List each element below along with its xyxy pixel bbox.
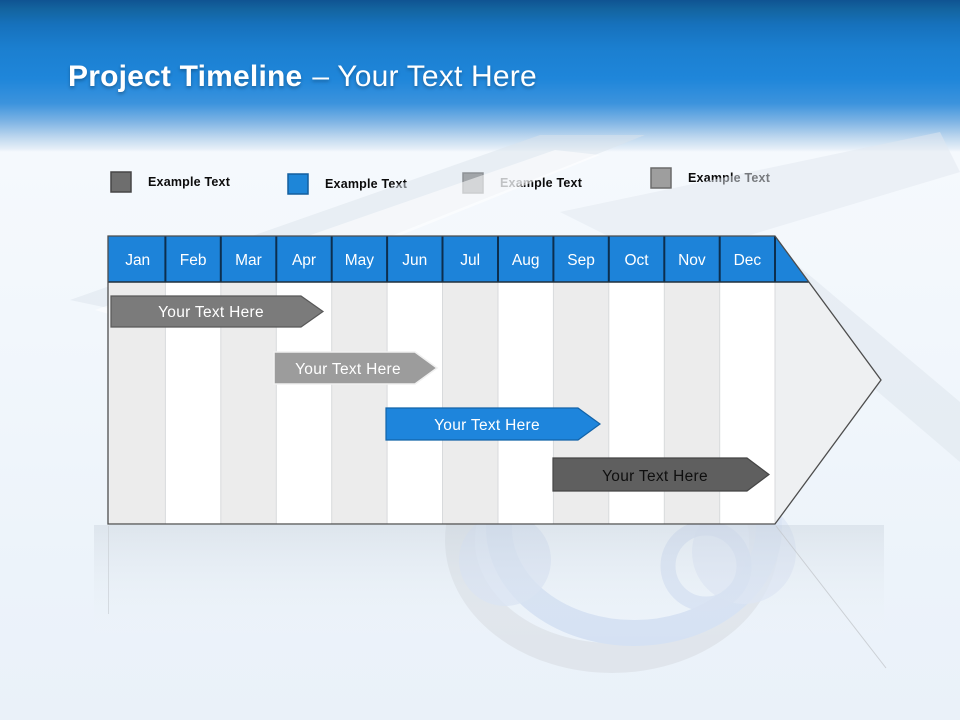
month-header-band bbox=[108, 236, 881, 282]
task-bar-label[interactable]: Your Text Here bbox=[602, 468, 708, 485]
page-title[interactable]: Project Timeline – Your Text Here bbox=[68, 60, 928, 94]
task-bar-shape[interactable] bbox=[552, 457, 770, 492]
task-bar-4[interactable]: Your Text Here bbox=[552, 457, 770, 492]
legend-label[interactable]: Example Text bbox=[148, 175, 231, 189]
month-label: Dec bbox=[734, 252, 762, 269]
month-label: Jun bbox=[402, 252, 427, 269]
timeline-arrow: Jan Feb Mar Apr May Jun Jul Aug Sep Oct … bbox=[107, 235, 882, 525]
legend-swatch-icon bbox=[287, 173, 309, 195]
month-label: Nov bbox=[678, 252, 706, 269]
task-bar-2[interactable]: Your Text Here bbox=[273, 351, 439, 385]
month-label: Jul bbox=[460, 252, 480, 269]
month-label: Sep bbox=[567, 252, 595, 269]
column-jan bbox=[110, 236, 166, 524]
month-label: Apr bbox=[292, 252, 316, 269]
legend-swatch-icon bbox=[650, 167, 672, 189]
month-label: May bbox=[345, 252, 375, 269]
timeline-reflection bbox=[94, 525, 887, 669]
legend-swatch-icon bbox=[110, 171, 132, 193]
task-bar-label[interactable]: Your Text Here bbox=[434, 417, 540, 434]
task-bar-3[interactable]: Your Text Here bbox=[385, 407, 602, 441]
task-bar-label[interactable]: Your Text Here bbox=[158, 304, 264, 321]
task-bar-1[interactable]: Your Text Here bbox=[110, 295, 325, 328]
column-aug bbox=[498, 236, 554, 524]
legend-label[interactable]: Example Text bbox=[325, 177, 408, 191]
month-label: Jan bbox=[125, 252, 150, 269]
task-bar-label[interactable]: Your Text Here bbox=[295, 361, 401, 378]
legend-item-2[interactable]: Example Text bbox=[287, 173, 407, 195]
column-jul bbox=[442, 236, 498, 524]
month-label: Aug bbox=[512, 252, 540, 269]
task-bar-shape[interactable] bbox=[273, 351, 439, 385]
title-band bbox=[0, 0, 960, 152]
month-label: Oct bbox=[624, 252, 649, 269]
page-title-light: – Your Text Here bbox=[312, 60, 537, 93]
column-mar bbox=[220, 236, 277, 524]
timeline-outline bbox=[107, 235, 882, 525]
column-feb bbox=[165, 236, 221, 524]
legend-item-1[interactable]: Example Text bbox=[110, 171, 230, 193]
task-bar-shape[interactable] bbox=[385, 407, 602, 441]
month-label: Mar bbox=[235, 252, 262, 269]
page-title-bold: Project Timeline bbox=[68, 60, 303, 93]
month-label: Feb bbox=[180, 252, 207, 269]
task-bar-shape[interactable] bbox=[110, 295, 325, 328]
task-bars: Your Text Here Your Text Here Your Text … bbox=[110, 295, 770, 492]
